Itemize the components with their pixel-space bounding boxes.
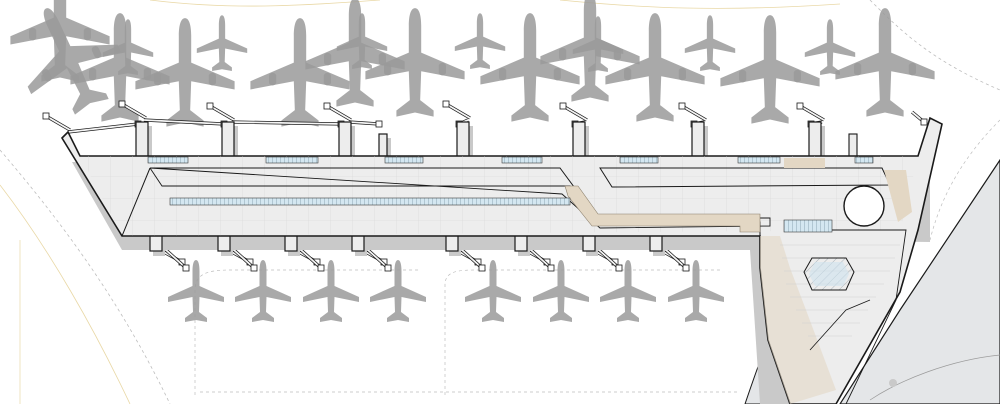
aircraft-icon [600,260,656,322]
pier-north [848,133,858,158]
jet-bridge-cab [42,112,50,120]
jet-bridge-deck [326,105,352,121]
aircraft-icon [305,0,405,107]
jet-bridge-cab [182,264,190,272]
aircraft-icon [540,0,640,102]
terminal-building [60,116,943,404]
jet-bridge-deck [681,105,707,121]
jet-bridge-cab [250,264,258,272]
jet-bridge-cab [615,264,623,272]
aircraft-icon [835,8,935,117]
pier-north [808,121,822,158]
north-apron-aircraft [1,0,935,128]
central-skylight [169,197,571,206]
jet-bridge-deck [562,105,588,121]
pier-north [691,121,705,158]
piers [135,121,858,256]
aircraft-icon [533,260,589,322]
aircraft-icon [668,260,724,322]
glazing-strip [384,156,424,164]
pier-south [149,234,163,252]
aircraft-icon [370,260,426,322]
aircraft-icon [605,13,705,122]
jet-bridge-cab [682,264,690,272]
jet-bridge-deck [231,121,342,125]
jet-bridge-deck [143,119,225,125]
pier-north [135,121,149,158]
jet-bridge-cab [678,102,686,110]
aircraft-icon [303,260,359,322]
rotunda [843,185,885,227]
jet-bridge-deck [799,105,825,121]
jet-bridge-deck [121,103,147,119]
pier-south [217,234,231,252]
north-facade-glazing [147,156,874,164]
jet-bridge-deck [45,115,71,131]
jet-bridge-deck [209,105,235,121]
jet-bridge-deck [67,123,139,133]
jet-bridge-cab [920,118,928,126]
jet-bridge-cab [206,102,214,110]
jet-bridge-cab [118,100,126,108]
jet-bridge-cab [323,102,331,110]
jet-bridge-cab [547,264,555,272]
jet-bridge-cab [559,102,567,110]
glazing-strip [619,156,659,164]
pier-south [582,234,596,252]
pier-north [378,133,388,158]
aircraft-icon [684,15,736,71]
pier-south [649,234,663,252]
aircraft-icon [235,260,291,322]
jet-bridge-deck [348,121,380,125]
aircraft-icon [465,260,521,322]
pier-south [284,234,298,252]
glazing-strip [147,156,189,164]
jet-bridge-cab [384,264,392,272]
pier-south [445,234,459,252]
aircraft-icon [454,13,506,69]
pier-north [221,121,235,158]
glazing-strip [854,156,874,164]
jet-bridge-cab [317,264,325,272]
aircraft-icon [196,15,248,71]
pier-south [351,234,365,252]
jet-bridge-cab [478,264,486,272]
glazing-strip [501,156,543,164]
jet-bridge-cab [796,102,804,110]
pier-north [572,121,586,158]
pier-north [456,121,470,158]
pier-south [514,234,528,252]
glazing-strip [265,156,319,164]
jet-bridge-cab [375,120,383,128]
east-skylight [783,219,833,233]
pier-north [338,121,352,158]
jet-bridge-deck [445,103,471,119]
glazing-strip [737,156,781,164]
aircraft-icon [168,260,224,322]
jet-bridge-cab [442,100,450,108]
